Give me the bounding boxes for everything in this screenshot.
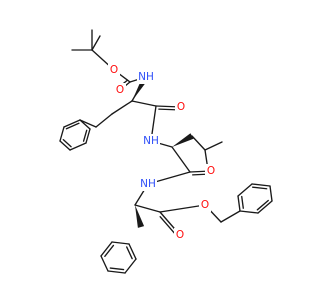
bond <box>82 129 88 142</box>
atom-nh-boc: NH <box>137 70 155 84</box>
bond <box>256 199 269 211</box>
bond <box>65 122 80 130</box>
atom-o-ester: O <box>199 198 211 212</box>
svg-text:O: O <box>116 84 124 96</box>
bond <box>124 258 137 274</box>
atom-nh-amide-1: NH <box>142 134 160 148</box>
bond <box>126 246 133 260</box>
bond <box>237 183 253 197</box>
atom-o-amide-2: O <box>205 164 217 178</box>
atom-o-boc-ether: O <box>108 63 120 77</box>
svg-text:NH: NH <box>138 71 154 83</box>
svg-text:O: O <box>110 64 118 76</box>
bond <box>62 139 72 148</box>
bond <box>95 113 113 128</box>
bond-layer <box>59 29 273 274</box>
bond <box>134 204 161 213</box>
svg-text:O: O <box>207 165 215 177</box>
bond <box>111 100 133 115</box>
bond <box>159 216 177 235</box>
bond <box>79 119 97 128</box>
atom-o-amide-1: O <box>175 100 187 114</box>
svg-text:O: O <box>201 199 209 211</box>
bond <box>159 204 206 213</box>
bond <box>171 146 191 173</box>
bond <box>251 186 268 190</box>
bond <box>237 195 241 212</box>
bond <box>91 35 101 51</box>
atom-label-layer: O O NH O NH O <box>108 63 217 242</box>
bond <box>128 243 137 260</box>
bond <box>63 119 81 128</box>
atom-o-ester-carbonyl: O <box>174 228 186 242</box>
atom-o-boc-carbonyl: O <box>114 83 126 97</box>
wedge-bond <box>135 205 145 228</box>
bond <box>111 241 130 245</box>
wedge-bond <box>172 133 194 147</box>
bond <box>251 183 271 187</box>
svg-text:O: O <box>176 229 184 241</box>
bond <box>104 244 115 258</box>
bond <box>204 141 223 151</box>
bond <box>191 135 206 151</box>
svg-text:O: O <box>177 101 185 113</box>
bond <box>257 200 273 214</box>
bond <box>241 195 244 209</box>
wedge-layer <box>132 75 194 228</box>
bond <box>59 126 65 142</box>
bond <box>239 210 259 214</box>
bond <box>220 210 241 223</box>
bond <box>269 185 273 202</box>
bond <box>100 255 109 272</box>
bond <box>107 270 126 274</box>
bond <box>109 267 125 271</box>
svg-text:NH: NH <box>140 178 156 190</box>
atom-nh-amide-2: NH <box>139 177 157 191</box>
bond <box>131 100 157 107</box>
bond <box>100 241 113 257</box>
molecule-svg: O O NH O NH O <box>59 29 273 274</box>
bond <box>69 142 87 151</box>
molecule-structure: O O NH O NH O <box>59 29 273 274</box>
bond <box>85 128 91 144</box>
svg-text:NH: NH <box>143 135 159 147</box>
bond <box>59 140 71 151</box>
bond <box>79 119 91 130</box>
bond <box>158 108 179 111</box>
